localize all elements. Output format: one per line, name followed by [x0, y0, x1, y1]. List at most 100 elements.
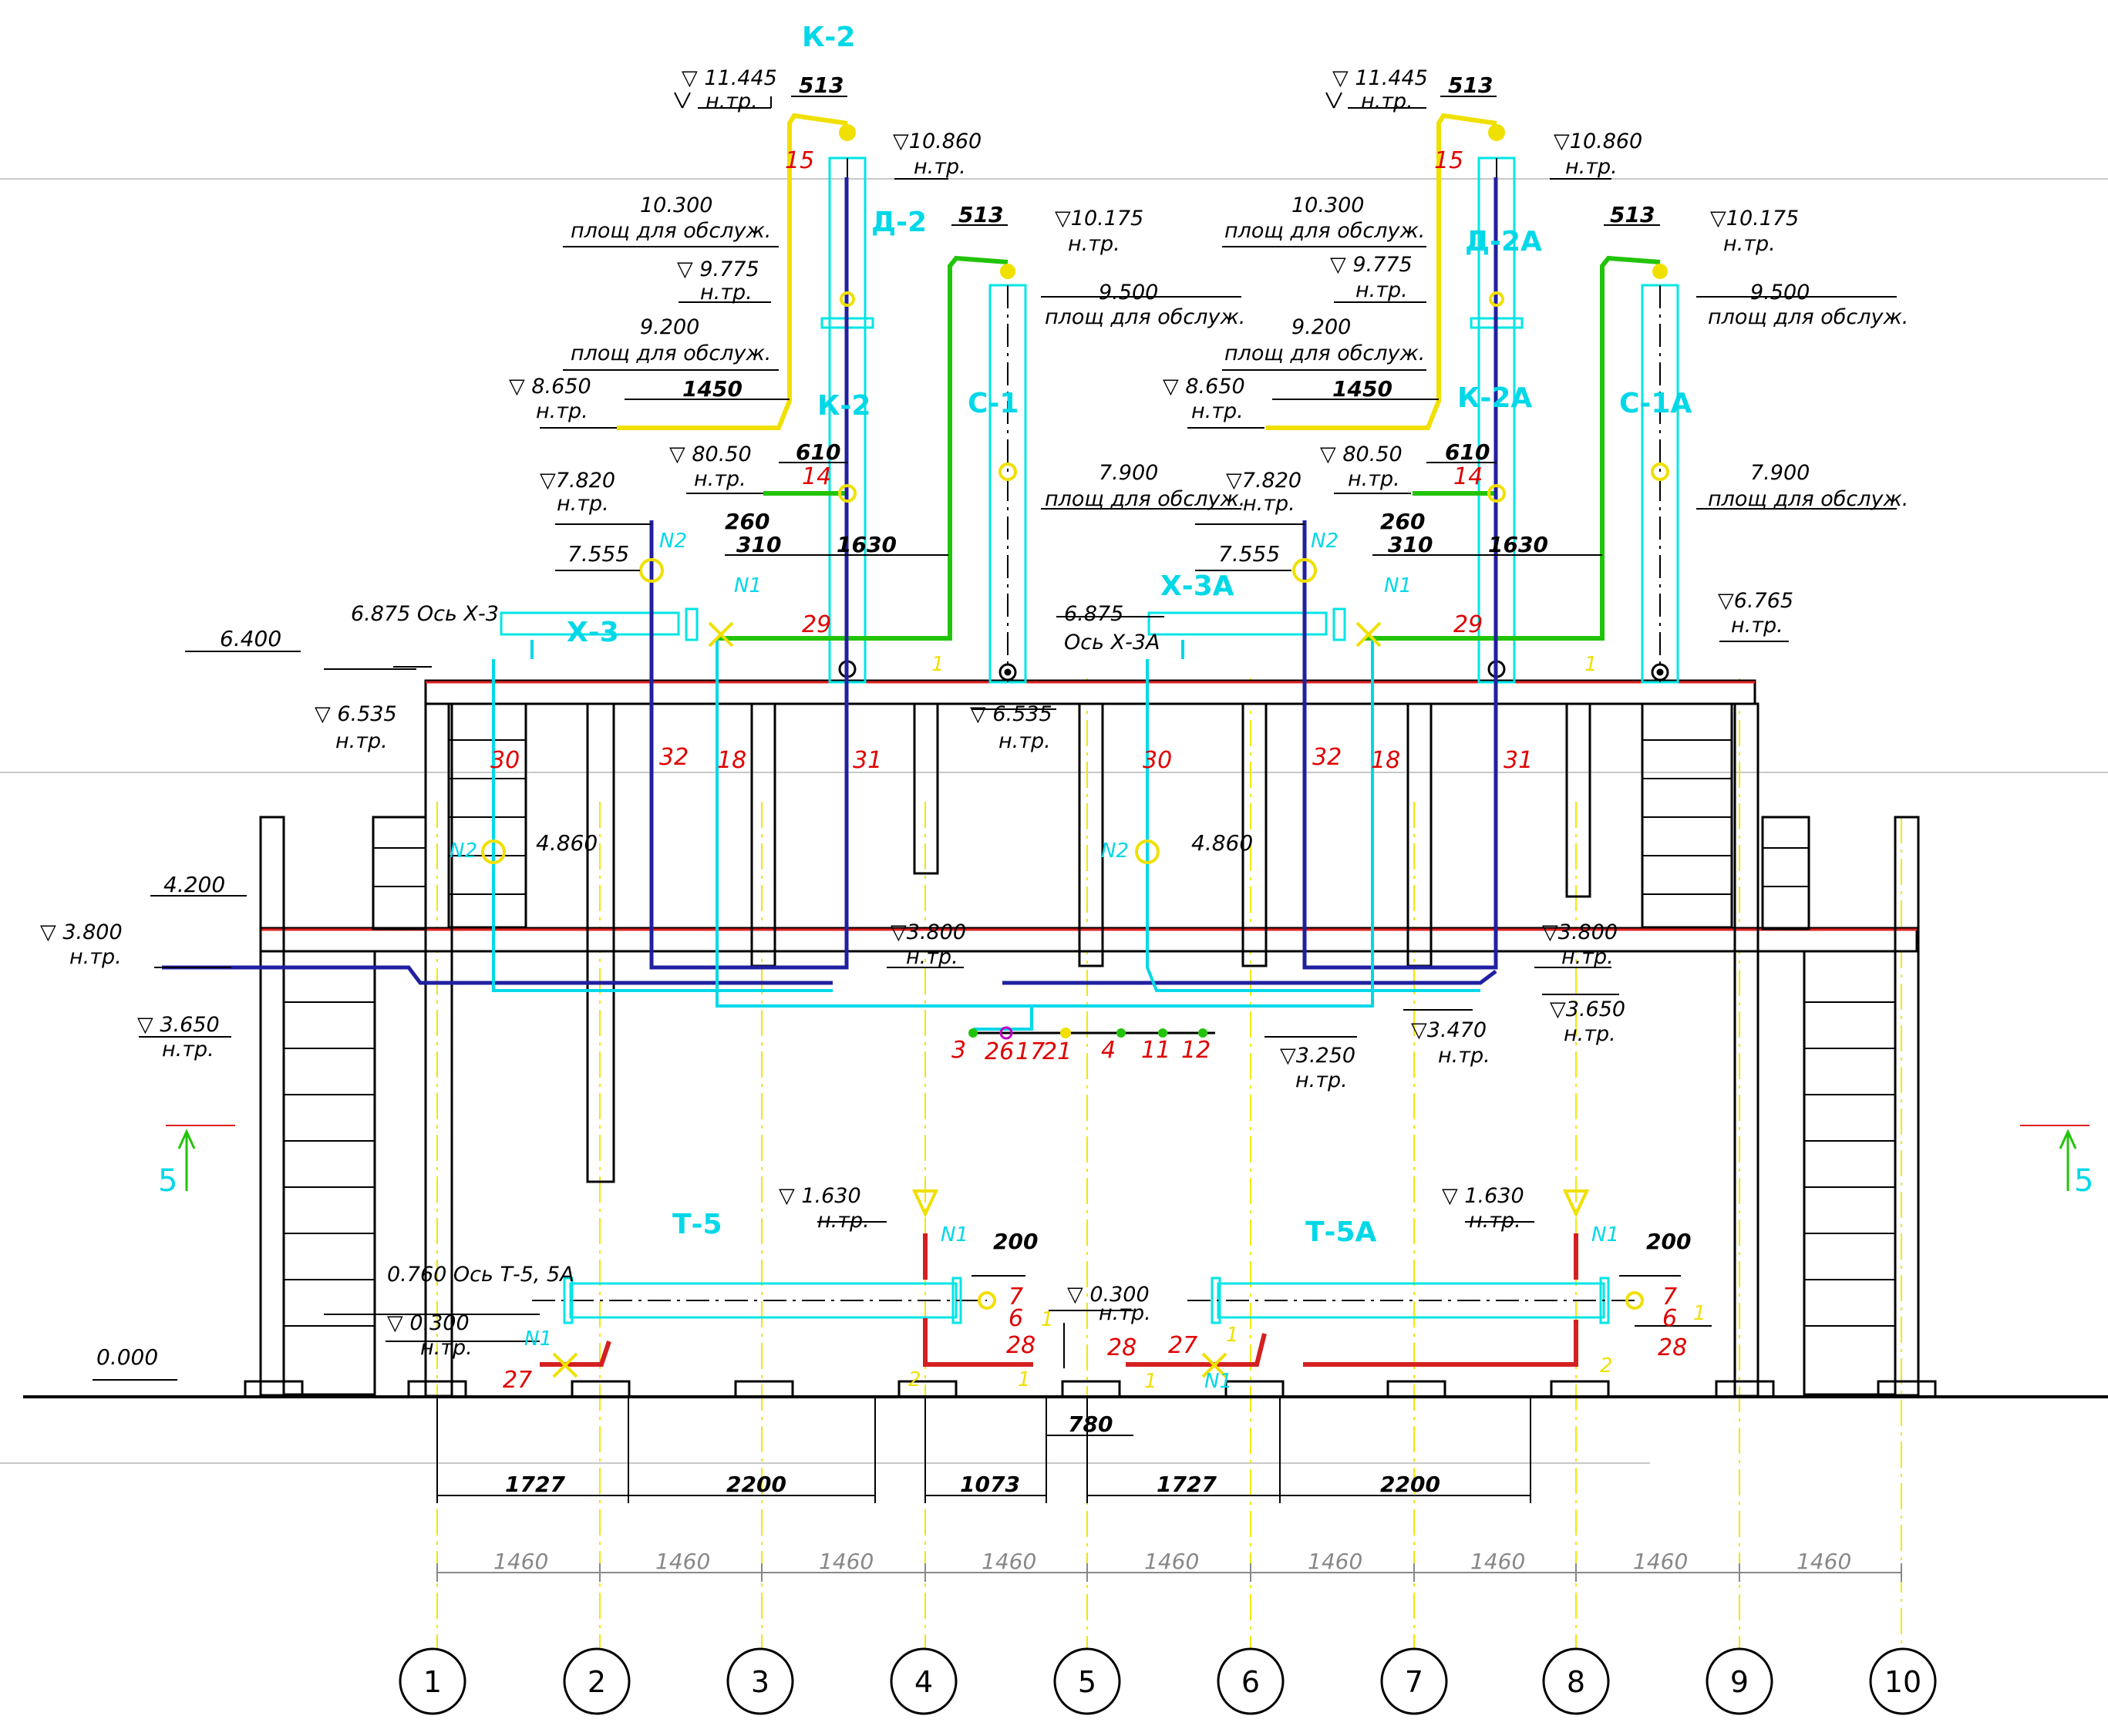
dim-1727: 1727 [505, 1472, 565, 1497]
line-7: 7 [1009, 1283, 1023, 1310]
instrument-taps [968, 1026, 1207, 1040]
elev-value: ▽7.820 [1226, 469, 1302, 493]
line-11: 11 [1141, 1037, 1170, 1064]
reference-lines [0, 178, 2108, 1464]
line-15: 15 [1434, 147, 1463, 174]
pipe-line-18 [492, 640, 1480, 1031]
elev-note: н.тр. [536, 399, 588, 423]
elev-value: ▽10.175 [1055, 207, 1143, 230]
dim-1727: 1727 [1157, 1472, 1217, 1497]
elev-triangle-icon: ▽ [1718, 589, 1734, 613]
nozzle-n2: N2 [659, 530, 687, 553]
dim-780: 780 [1068, 1411, 1113, 1437]
pipe-line-29 [717, 255, 1661, 641]
line-6: 6 [1009, 1305, 1023, 1332]
dim-310: 310 [1388, 532, 1433, 557]
elev-value: ▽ 3.800 [40, 920, 123, 944]
axis-6: 6 [1241, 1665, 1260, 1699]
elev-note: н.тр. [817, 1209, 870, 1233]
line-3: 3 [951, 1037, 966, 1064]
line-15: 15 [785, 147, 814, 174]
elev-value: ▽ 9.775 [677, 257, 759, 281]
ladder-rungs [284, 739, 1895, 1327]
spacing-1460: 1460 [982, 1549, 1036, 1574]
label-c1: С-1 [968, 388, 1019, 419]
line-31: 31 [1504, 747, 1533, 774]
elev-note: н.тр. [335, 729, 388, 753]
elev-value: ▽3.250 [1280, 1044, 1355, 1068]
mark-1: 1 [1144, 1370, 1157, 1393]
elev-triangle-icon: ▽ [40, 920, 62, 944]
nozzle-n2: N2 [1101, 839, 1129, 863]
line-28: 28 [1107, 1334, 1137, 1361]
note-x3a-elev: 6.875 [1064, 602, 1123, 626]
elev-note: н.тр. [557, 492, 609, 516]
elev-value: ▽ 8.650 [1163, 375, 1245, 399]
elev-triangle-icon: ▽ [1442, 1184, 1464, 1208]
line-21: 21 [1042, 1038, 1072, 1065]
dimension-lines [436, 96, 1901, 1573]
nozzle-n1: N1 [1384, 574, 1412, 597]
mark-1: 1 [1226, 1324, 1239, 1347]
elev-value: 9.500 [1750, 281, 1810, 304]
elev-value: ▽10.860 [1554, 130, 1642, 153]
elev-note: н.тр. [1295, 1068, 1348, 1092]
elev-triangle-icon: ▽ [1710, 207, 1726, 230]
mark-2: 2 [1600, 1354, 1613, 1378]
elev-note: н.тр. [1564, 1022, 1616, 1046]
elev-triangle-icon: ▽ [1542, 920, 1558, 944]
nozzle-n2: N2 [450, 839, 477, 863]
label-t5: Т-5 [672, 1209, 722, 1240]
elev-note: площ для обслуж. [571, 341, 771, 365]
line-12: 12 [1181, 1037, 1211, 1064]
elev-value: ▽3.800 [891, 920, 966, 944]
nozzle-n1: N1 [1591, 1223, 1619, 1246]
line-14: 14 [802, 463, 831, 490]
section-arrow-stems [177, 1129, 2077, 1191]
elev-value: ▽ 11.445 [682, 66, 777, 90]
elev-value: 7.900 [1750, 461, 1810, 485]
elev-triangle-icon: ▽ [1280, 1044, 1296, 1068]
elev-value: 7.900 [1099, 461, 1158, 485]
label-x3a: Х-3А [1160, 570, 1234, 602]
dim-513: 513 [799, 72, 844, 98]
axis-1: 1 [423, 1665, 442, 1699]
line-30: 30 [490, 747, 520, 774]
mark-1: 1 [1018, 1368, 1031, 1391]
axis-bubbles [399, 1647, 1937, 1715]
elev-value: ▽10.860 [893, 130, 982, 153]
line-30: 30 [1143, 747, 1172, 774]
section-mark-left: 5 [158, 1163, 177, 1199]
elev-value: 10.300 [640, 193, 712, 217]
axis-4: 4 [914, 1665, 933, 1699]
dim-2200: 2200 [726, 1472, 786, 1497]
grid-dimension-ticks [436, 1563, 1902, 1582]
vessel-bottom-markers [838, 660, 1669, 681]
line-28: 28 [1658, 1334, 1687, 1361]
label-x3: Х-3 [567, 617, 619, 648]
elev-triangle-icon: ▽ [1411, 1018, 1427, 1042]
dim-1450: 1450 [682, 376, 743, 402]
elev-8050-right: ▽ 80.50н.тр. [1320, 442, 1403, 491]
elev-note: н.тр. [1438, 1044, 1490, 1068]
spacing-1460: 1460 [1797, 1549, 1851, 1574]
axis-notes: 6.875 Ось Х-3 6.875 Ось Х-3А 0.760 Ось Т… [351, 602, 1160, 1287]
elev-note: н.тр. [1731, 614, 1783, 638]
elev-note: площ для обслуж. [571, 219, 771, 243]
mark-1: 1 [1584, 653, 1598, 676]
spacing-1460: 1460 [1308, 1549, 1362, 1574]
